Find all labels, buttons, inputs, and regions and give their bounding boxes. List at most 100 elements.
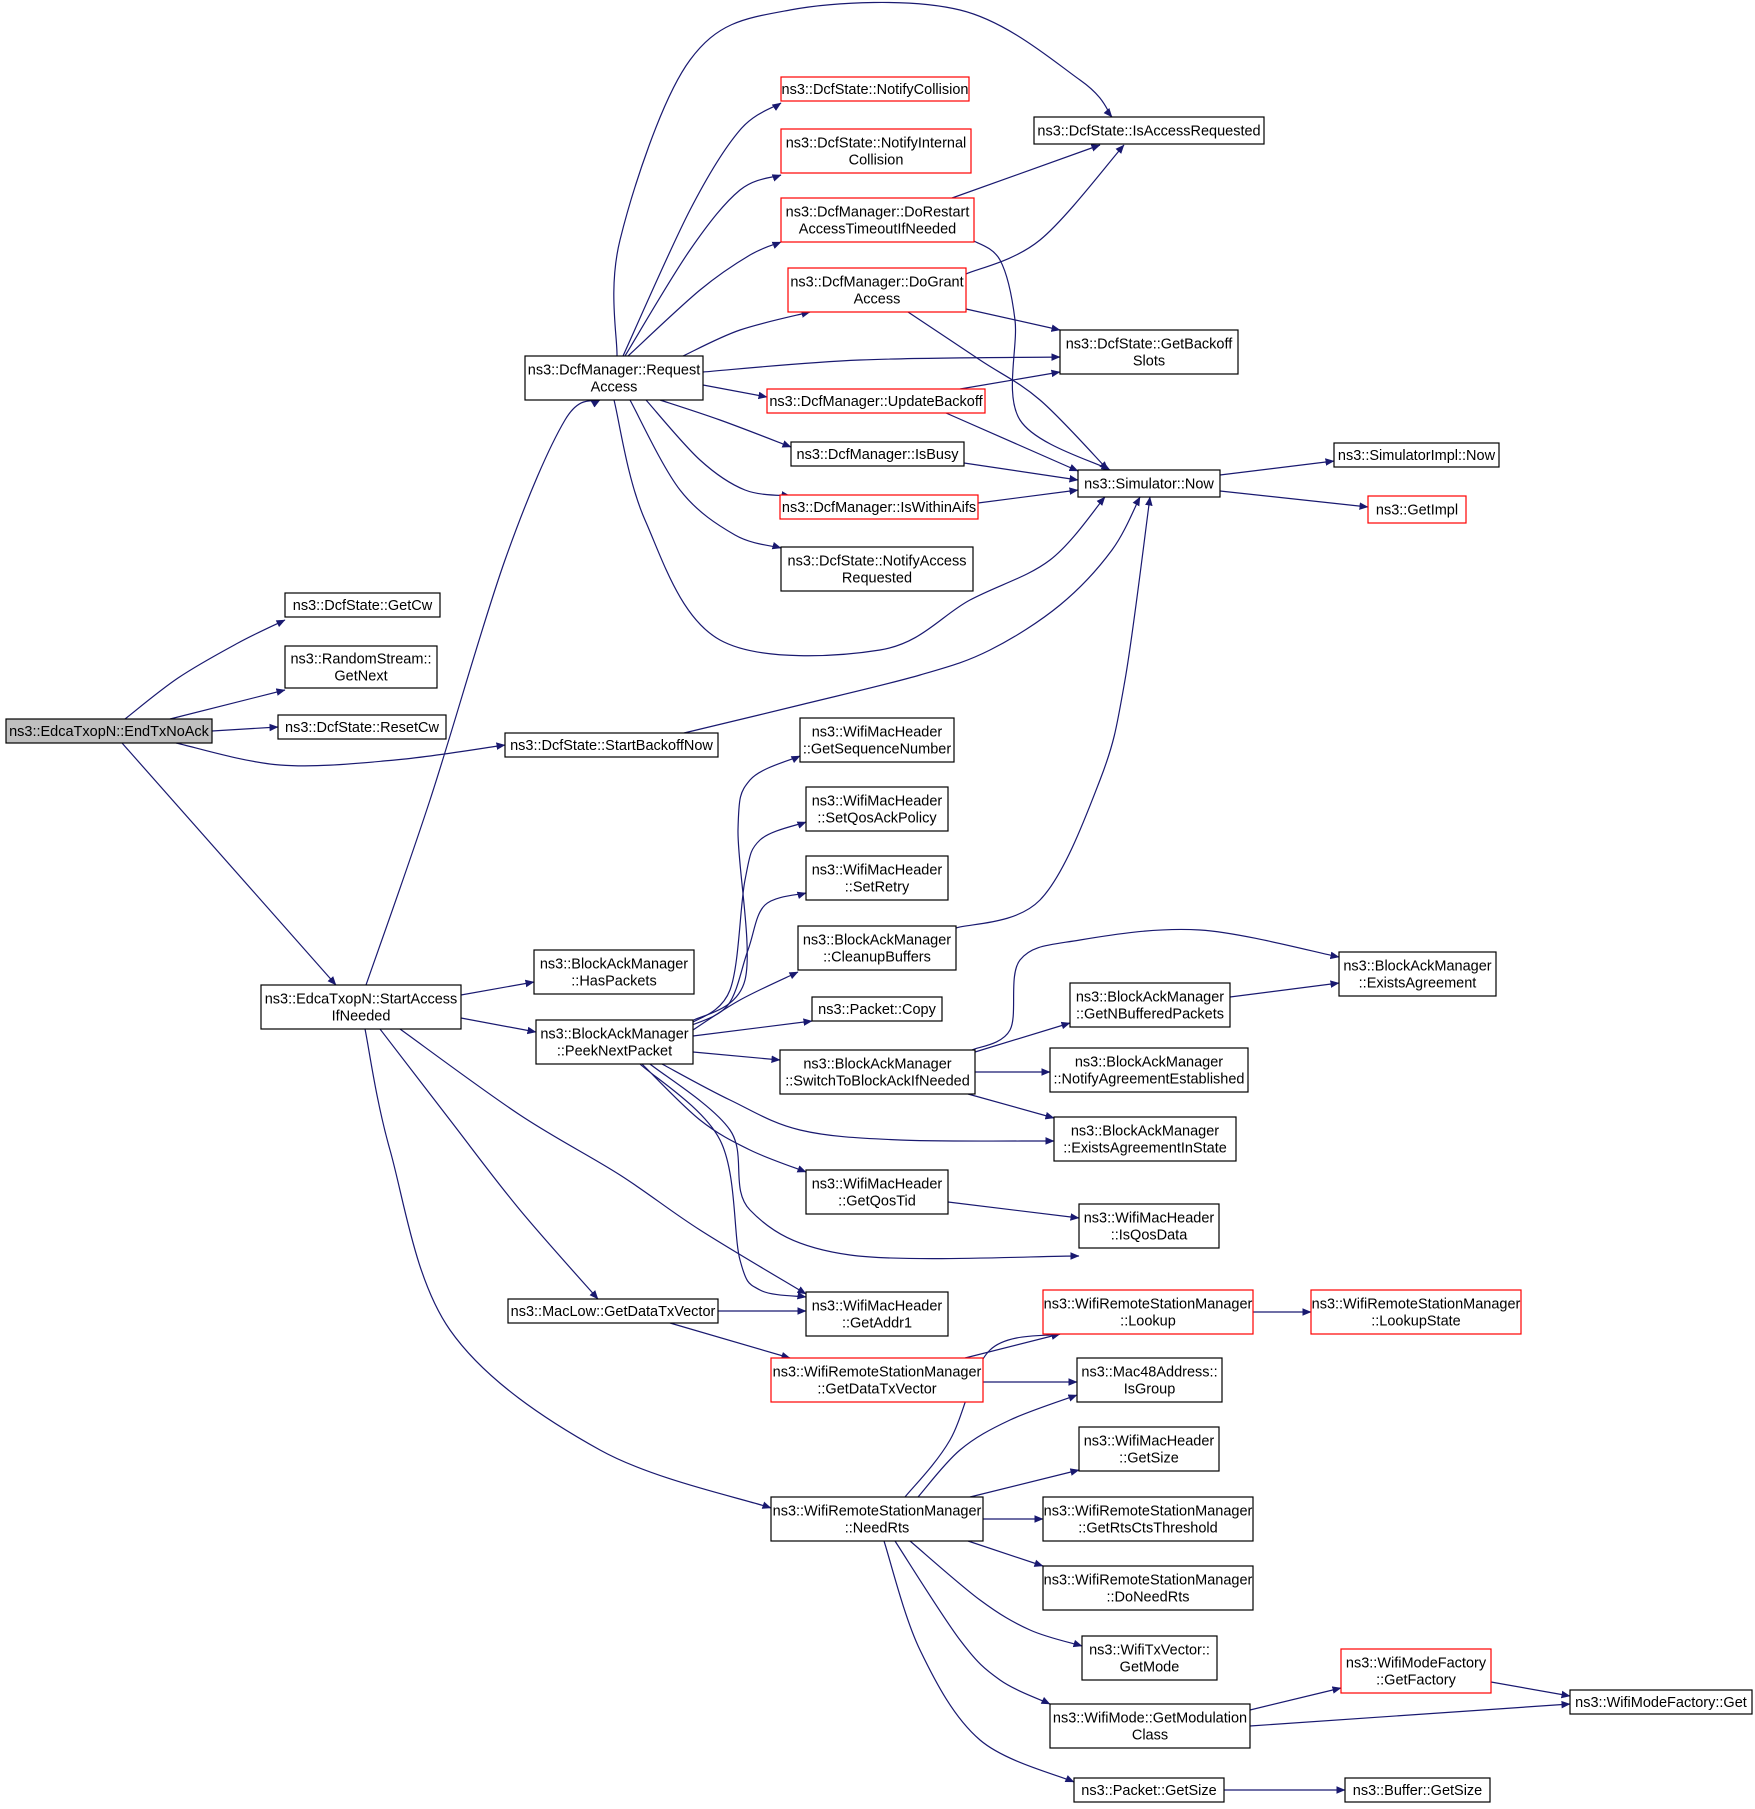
node-isaccessrequested[interactable]: ns3::DcfState::IsAccessRequested — [1033, 116, 1265, 145]
node-label-line: ns3::DcfManager::IsWithinAifs — [782, 500, 976, 516]
node-box — [770, 1496, 984, 1542]
edge-simnow-to-simimplnow — [1219, 458, 1335, 476]
node-label-line: ns3::WifiModeFactory — [1346, 1656, 1487, 1672]
node-dorestart[interactable]: ns3::DcfManager::DoRestartAccessTimeoutI… — [780, 197, 975, 243]
edge-path — [659, 399, 792, 448]
edge-path — [894, 1540, 1051, 1705]
node-setqosack[interactable]: ns3::WifiMacHeader::SetQosAckPolicy — [805, 786, 949, 832]
edge-path — [379, 1028, 599, 1300]
node-packetcopy[interactable]: ns3::Packet::Copy — [811, 996, 943, 1022]
node-getimpl[interactable]: ns3::GetImpl — [1367, 495, 1467, 524]
edge-path — [629, 399, 782, 550]
node-lookupstate[interactable]: ns3::WifiRemoteStationManager::LookupSta… — [1310, 1289, 1522, 1335]
node-label-line: Collision — [849, 153, 904, 169]
node-existsagreement[interactable]: ns3::BlockAckManager::ExistsAgreement — [1338, 951, 1497, 997]
node-pktgetsize[interactable]: ns3::Packet::GetSize — [1073, 1777, 1225, 1803]
node-box — [1076, 1357, 1223, 1403]
node-label-line: ns3::DcfState::IsAccessRequested — [1037, 124, 1260, 140]
node-label-line: GetMode — [1120, 1660, 1180, 1676]
node-label-line: ns3::DcfManager::DoRestart — [786, 205, 970, 221]
edge-startaccess-to-peeknext — [460, 1017, 537, 1035]
node-box — [770, 1357, 984, 1403]
node-isgroup[interactable]: ns3::Mac48Address::IsGroup — [1076, 1357, 1223, 1403]
node-bufgetsize[interactable]: ns3::Buffer::GetSize — [1344, 1777, 1491, 1803]
node-label-line: ns3::WifiRemoteStationManager — [1044, 1297, 1253, 1313]
node-haspackets[interactable]: ns3::BlockAckManager::HasPackets — [533, 949, 695, 995]
node-setretry[interactable]: ns3::WifiMacHeader::SetRetry — [805, 855, 949, 901]
node-box — [780, 197, 975, 243]
node-box — [779, 1049, 976, 1095]
node-label-line: ::GetNBufferedPackets — [1076, 1007, 1224, 1023]
edge-path — [624, 174, 782, 357]
node-getnbuffered[interactable]: ns3::BlockAckManager::GetNBufferedPacket… — [1069, 982, 1231, 1028]
node-label-line: ns3::MacLow::GetDataTxVector — [511, 1304, 716, 1320]
edge-path — [211, 723, 279, 732]
edge-path — [702, 353, 1061, 373]
node-getcw[interactable]: ns3::DcfState::GetCw — [284, 592, 441, 618]
node-iswithinaifs[interactable]: ns3::DcfManager::IsWithinAifs — [779, 494, 979, 520]
node-peeknext[interactable]: ns3::BlockAckManager::PeekNextPacket — [535, 1019, 694, 1065]
node-box — [1042, 1565, 1254, 1611]
node-label-line: ::Lookup — [1120, 1314, 1176, 1330]
node-label-line: ::CleanupBuffers — [823, 950, 931, 966]
edge-path — [1229, 980, 1340, 998]
node-label-line: ::ExistsAgreementInState — [1063, 1141, 1227, 1157]
node-needrts[interactable]: ns3::WifiRemoteStationManager::NeedRts — [770, 1496, 984, 1542]
edge-needrts-to-pktgetsize — [883, 1540, 1075, 1783]
node-macgetsize[interactable]: ns3::WifiMacHeader::GetSize — [1078, 1426, 1220, 1472]
node-simimplnow[interactable]: ns3::SimulatorImpl::Now — [1333, 442, 1500, 468]
node-isqosdata[interactable]: ns3::WifiMacHeader::IsQosData — [1078, 1203, 1220, 1249]
node-label-line: ns3::BlockAckManager — [1343, 959, 1491, 975]
node-cleanup[interactable]: ns3::BlockAckManager::CleanupBuffers — [797, 925, 957, 971]
edge-startaccess-to-getaddr1 — [399, 1028, 807, 1295]
node-getseqnum[interactable]: ns3::WifiMacHeader::GetSequenceNumber — [799, 717, 955, 763]
node-simnow[interactable]: ns3::Simulator::Now — [1077, 469, 1221, 498]
node-rsmlookup[interactable]: ns3::WifiRemoteStationManager::Lookup — [1042, 1289, 1254, 1335]
edge-dogrant-to-isaccessrequested — [965, 144, 1125, 275]
node-factoryget[interactable]: ns3::WifiModeFactory::Get — [1569, 1689, 1753, 1715]
node-txgetmode[interactable]: ns3::WifiTxVector::GetMode — [1081, 1635, 1218, 1681]
node-label-line: Access — [854, 292, 901, 308]
node-notifycollision[interactable]: ns3::DcfState::NotifyCollision — [780, 76, 970, 102]
edge-path — [947, 1201, 1080, 1221]
node-startbackoff[interactable]: ns3::DcfState::StartBackoffNow — [504, 732, 719, 758]
node-root[interactable]: ns3::EdcaTxopN::EndTxNoAck — [5, 718, 213, 744]
node-resetcw[interactable]: ns3::DcfState::ResetCw — [277, 714, 447, 740]
edge-path — [627, 241, 782, 357]
node-getdatatx[interactable]: ns3::MacLow::GetDataTxVector — [507, 1298, 719, 1324]
node-randomnext[interactable]: ns3::RandomStream::GetNext — [284, 645, 438, 689]
node-existsinstate[interactable]: ns3::BlockAckManager::ExistsAgreementInS… — [1053, 1116, 1237, 1162]
node-rsmgetdatatx[interactable]: ns3::WifiRemoteStationManager::GetDataTx… — [770, 1357, 984, 1403]
edge-root-to-getcw — [124, 619, 286, 720]
node-switchtoba[interactable]: ns3::BlockAckManager::SwitchToBlockAckIf… — [779, 1049, 976, 1095]
node-label-line: ::GetRtsCtsThreshold — [1078, 1521, 1217, 1537]
node-label-line: ns3::WifiMacHeader — [812, 794, 943, 810]
node-getqostid[interactable]: ns3::WifiMacHeader::GetQosTid — [805, 1169, 949, 1215]
node-label-line: ::GetSequenceNumber — [803, 742, 951, 758]
node-notifyagreement[interactable]: ns3::BlockAckManager::NotifyAgreementEst… — [1049, 1047, 1249, 1093]
node-label-line: ns3::WifiMacHeader — [812, 1299, 943, 1315]
node-label-line: ns3::BlockAckManager — [1071, 1124, 1219, 1140]
node-getfactory[interactable]: ns3::WifiModeFactory::GetFactory — [1340, 1648, 1492, 1694]
node-isbusy[interactable]: ns3::DcfManager::IsBusy — [790, 441, 965, 467]
edge-path — [883, 1540, 1075, 1783]
edge-isbusy-to-simnow — [963, 462, 1079, 483]
node-doneedrts[interactable]: ns3::WifiRemoteStationManager::DoNeedRts — [1042, 1565, 1254, 1611]
edge-switchtoba-to-getnbuffered — [974, 1021, 1071, 1053]
node-label-line: ns3::RandomStream:: — [290, 652, 431, 668]
edge-switchtoba-to-existsagreement — [971, 928, 1340, 1051]
node-getaddr1[interactable]: ns3::WifiMacHeader::GetAddr1 — [805, 1291, 949, 1337]
node-updatebackoff[interactable]: ns3::DcfManager::UpdateBackoff — [766, 388, 986, 414]
node-getrtscts[interactable]: ns3::WifiRemoteStationManager::GetRtsCts… — [1042, 1496, 1254, 1542]
edge-getnbuffered-to-existsagreement — [1229, 980, 1340, 998]
edge-root-to-resetcw — [211, 723, 279, 732]
edge-path — [613, 1, 1113, 357]
node-label-line: ns3::WifiRemoteStationManager — [773, 1365, 982, 1381]
